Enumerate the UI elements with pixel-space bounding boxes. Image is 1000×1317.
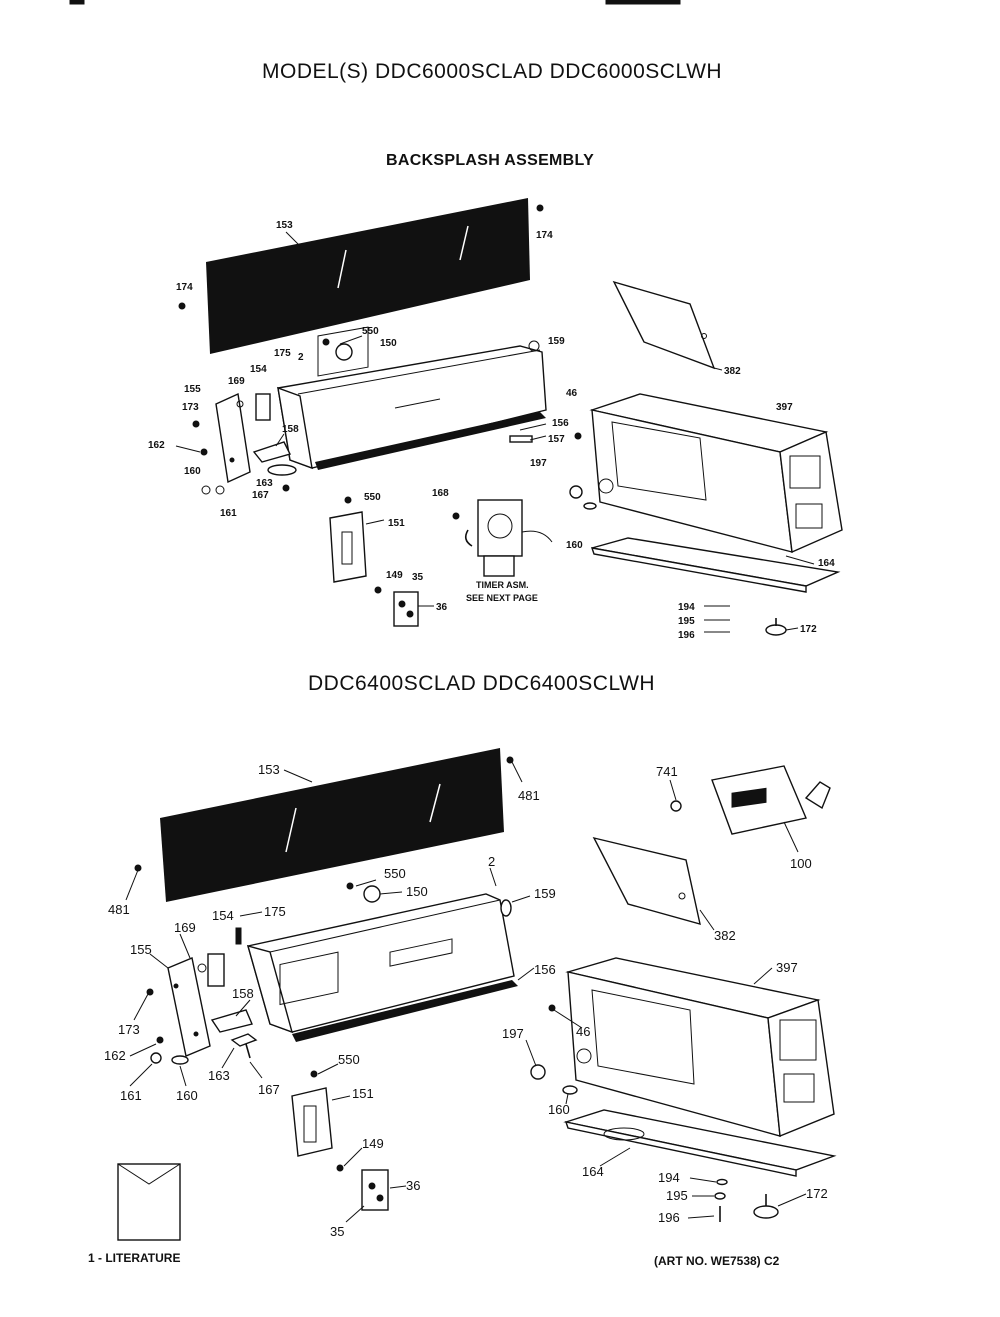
label-36: 36 [406,1178,420,1193]
cabinet-top [589,393,843,554]
access-cover-bottom [592,836,701,925]
label-195: 195 [666,1188,688,1203]
label-194: 194 [658,1170,680,1185]
label-169: 169 [228,376,245,387]
label-162: 162 [148,440,165,451]
label-150: 150 [380,338,397,349]
switch-top [393,591,419,627]
label-168: 168 [432,488,449,499]
label-158: 158 [232,986,254,1001]
label-741: 741 [656,764,678,779]
access-cover-top [612,280,716,370]
label-196: 196 [678,630,695,641]
label-164: 164 [582,1164,604,1179]
section2-title: DDC6400SCLAD DDC6400SCLWH [308,672,656,695]
label-194: 194 [678,602,695,613]
label-169: 169 [174,920,196,935]
label-160: 160 [176,1088,198,1103]
label-160: 160 [566,540,583,551]
label-155: 155 [184,384,201,395]
label-397: 397 [776,402,793,413]
label-163: 163 [256,478,273,489]
label-164: 164 [818,558,835,569]
label-196: 196 [658,1210,680,1225]
label-150: 150 [406,884,428,899]
label-481: 481 [108,902,130,917]
label-167: 167 [252,490,269,501]
label-174: 174 [176,282,193,293]
leveling-foot-top [765,624,787,636]
scan-mark [605,0,681,5]
cabinet-bottom [565,957,835,1138]
label-149: 149 [362,1136,384,1151]
label-46: 46 [576,1024,590,1039]
label-550: 550 [364,492,381,503]
literature-label: 1 - LITERATURE [88,1251,181,1265]
label-172: 172 [800,624,817,635]
label-550: 550 [362,326,379,337]
label-156: 156 [552,418,569,429]
end-cap-bottom [167,957,211,1057]
assembly-subtitle: BACKSPLASH ASSEMBLY [386,152,595,169]
label-173: 173 [118,1022,140,1037]
label-172: 172 [806,1186,828,1201]
label-46: 46 [566,388,578,399]
label-174: 174 [536,230,553,241]
label-155: 155 [130,942,152,957]
switch-plate-bottom [291,1087,333,1157]
label-2: 2 [488,854,495,869]
timer-assembly-top [464,499,553,577]
label-35: 35 [330,1224,344,1239]
label-2: 2 [298,352,304,363]
label-197: 197 [502,1026,524,1041]
label-197: 197 [530,458,547,469]
label-149: 149 [386,570,403,581]
label-175: 175 [274,348,291,359]
label-160: 160 [548,1102,570,1117]
label-35: 35 [412,572,424,583]
label-153: 153 [276,220,293,231]
label-173: 173 [182,402,199,413]
scan-mark [69,0,85,5]
label-550: 550 [384,866,406,881]
label-36: 36 [436,602,448,613]
label-160: 160 [184,466,201,477]
timer-note-line1: TIMER ASM. [476,580,529,590]
label-397: 397 [776,960,798,975]
label-100: 100 [790,856,812,871]
label-151: 151 [388,518,405,529]
label-175: 175 [264,904,286,919]
label-153: 153 [258,762,280,777]
label-382: 382 [714,928,736,943]
label-163: 163 [208,1068,230,1083]
label-550: 550 [338,1052,360,1067]
label-151: 151 [352,1086,374,1101]
label-158: 158 [282,424,299,435]
backsplash-glass-top [206,198,530,354]
backsplash-glass-bottom [160,748,504,902]
switch-plate-top [329,511,367,583]
label-156: 156 [534,962,556,977]
label-159: 159 [534,886,556,901]
label-161: 161 [120,1088,142,1103]
art-number: (ART NO. WE7538) C2 [654,1254,780,1268]
end-cap-top [215,392,251,484]
literature-envelope [117,1163,181,1241]
page-title: MODEL(S) DDC6000SCLAD DDC6000SCLWH [262,60,723,83]
label-157: 157 [548,434,565,445]
label-481: 481 [518,788,540,803]
label-162: 162 [104,1048,126,1063]
label-161: 161 [220,508,237,519]
label-382: 382 [724,366,741,377]
label-154: 154 [250,364,267,375]
leveling-foot-bottom [753,1205,779,1219]
control-board-bottom [711,765,831,835]
label-195: 195 [678,616,695,627]
label-167: 167 [258,1082,280,1097]
label-154: 154 [212,908,234,923]
switch-bottom [361,1169,389,1211]
label-159: 159 [548,336,565,347]
timer-note-line2: SEE NEXT PAGE [466,593,538,603]
